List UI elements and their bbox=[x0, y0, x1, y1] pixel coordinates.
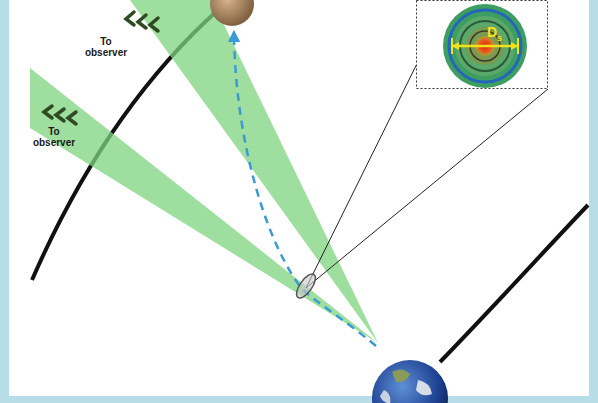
planet bbox=[210, 0, 254, 26]
direction-chevrons bbox=[44, 12, 158, 124]
earth bbox=[372, 360, 448, 403]
inset-leader bbox=[306, 89, 548, 288]
dimension-subscript: s bbox=[497, 34, 507, 43]
inset-frame bbox=[417, 1, 548, 89]
light-beam bbox=[130, 0, 378, 343]
panel-ground bbox=[9, 0, 589, 396]
direction-label: To observer bbox=[82, 37, 130, 58]
lens bbox=[293, 271, 319, 301]
direction-label: To observer bbox=[30, 127, 78, 148]
light-path bbox=[234, 36, 376, 346]
inset-rings bbox=[416, 0, 548, 89]
light-beam bbox=[30, 68, 378, 343]
orbit-arc bbox=[440, 205, 588, 362]
